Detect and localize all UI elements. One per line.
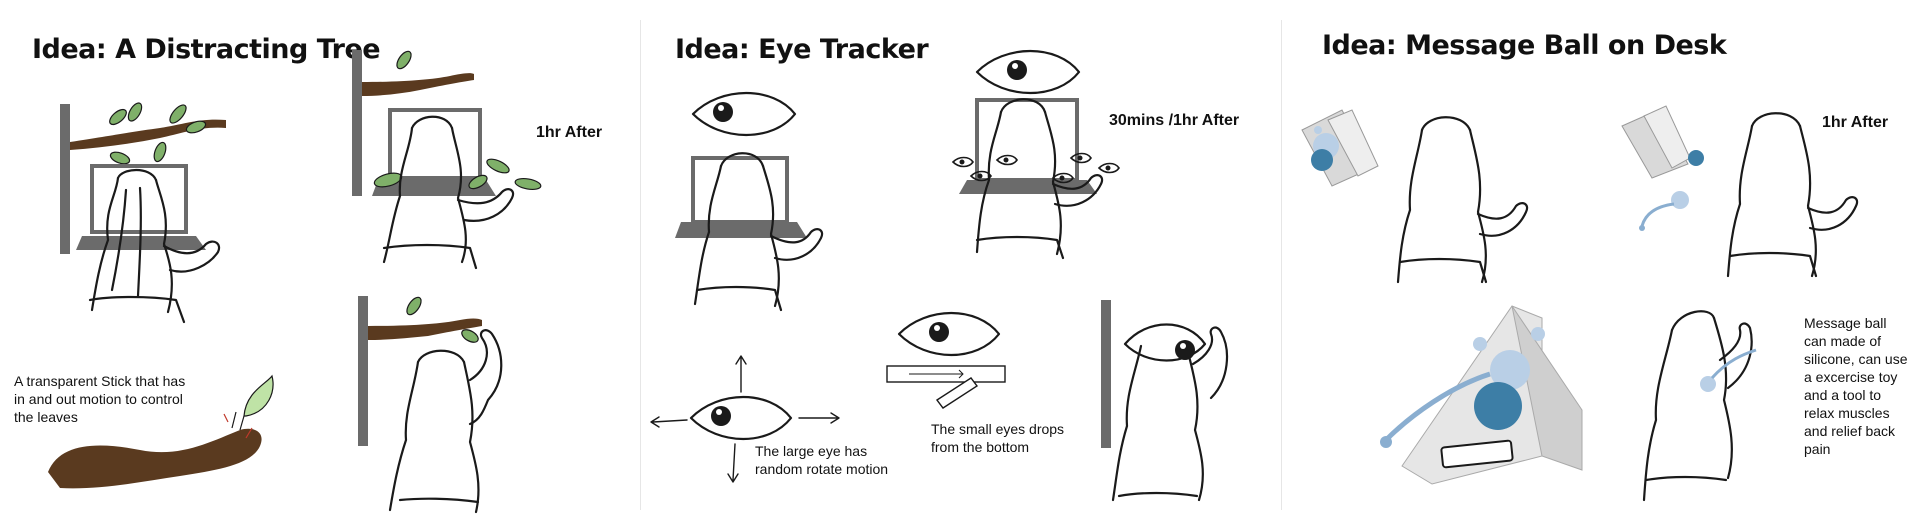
divider xyxy=(1281,20,1282,510)
panel-title: Idea: Eye Tracker xyxy=(675,34,929,65)
time-note: 1hr After xyxy=(1822,114,1889,131)
divider xyxy=(640,20,641,510)
time-note: 1hr After xyxy=(536,124,603,141)
message-ball-sketch xyxy=(1301,105,1859,502)
stick-caption: A transparent Stick that has in and out … xyxy=(14,373,186,425)
tree-desk-sketch xyxy=(60,102,226,324)
panel-distracting-tree: Idea: A Distracting Tree 1hr After xyxy=(0,0,640,526)
panel-title: Idea: A Distracting Tree xyxy=(32,34,381,65)
large-eye-caption: The large eye has random rotate motion xyxy=(755,443,889,477)
time-note: 30mins /1hr After xyxy=(1109,112,1240,129)
small-eyes-caption: The small eyes drops from the bottom xyxy=(931,421,1065,455)
panel-title: Idea: Message Ball on Desk xyxy=(1322,30,1727,61)
message-ball-caption: Message ball can made of silicone, can u… xyxy=(1804,315,1908,457)
panel-message-ball: Idea: Message Ball on Desk 1hr After xyxy=(1282,0,1920,526)
panel-eye-tracker: Idea: Eye Tracker 30mins /1hr After xyxy=(641,0,1281,526)
stick-sketch xyxy=(48,374,274,489)
tree-after-sketch xyxy=(352,50,542,514)
eye-tracker-sketch xyxy=(650,49,1228,502)
